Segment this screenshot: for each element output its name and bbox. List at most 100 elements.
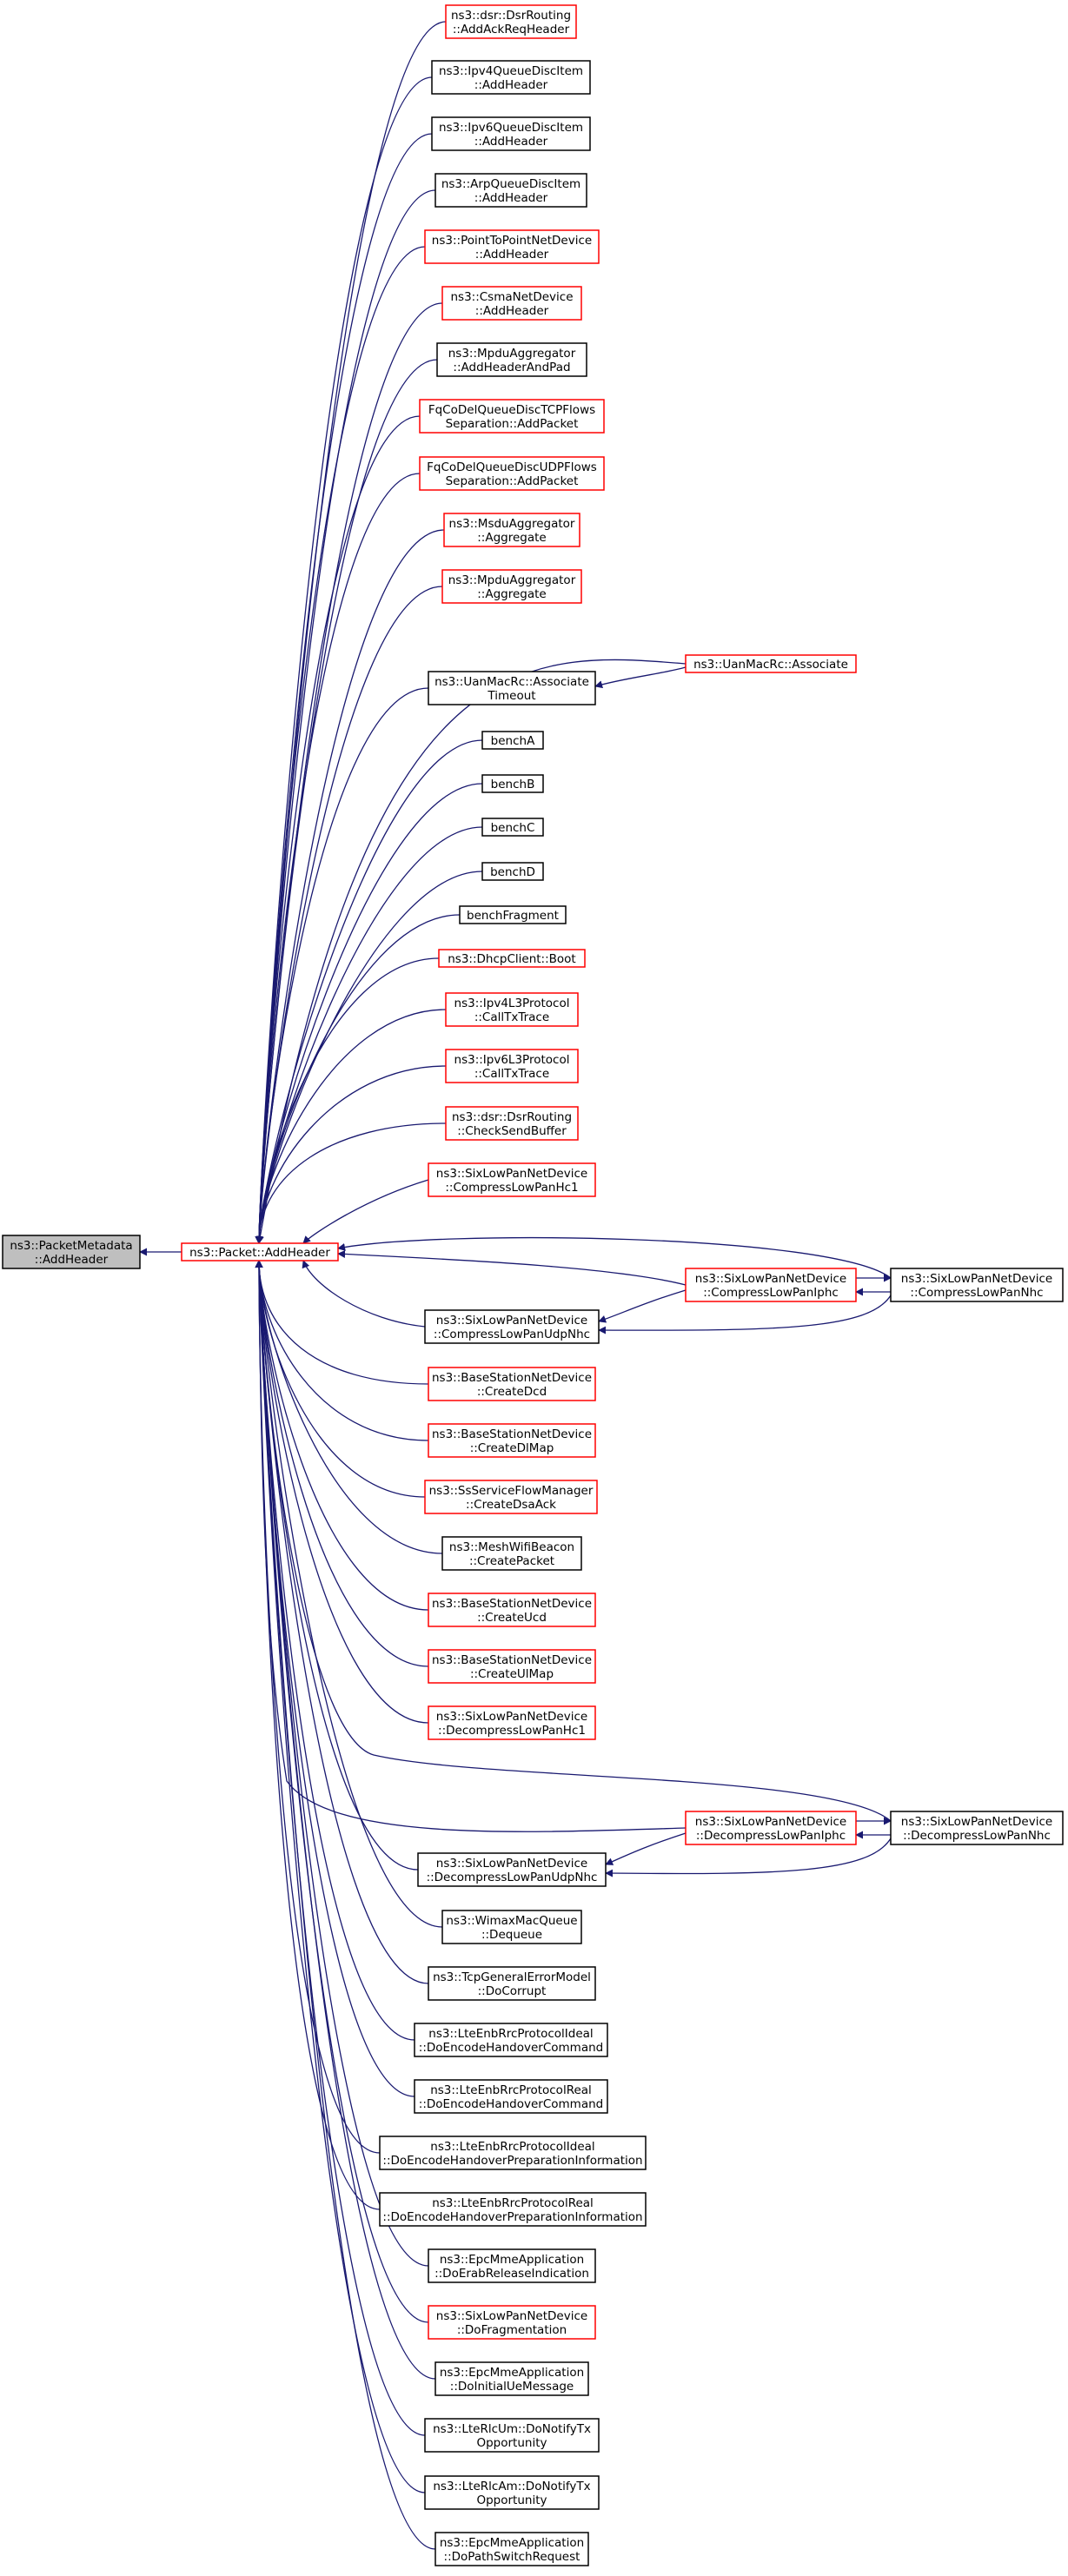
node-label-line: ::Dequeue (481, 1928, 542, 1942)
edge-n37-to-pkt (255, 1260, 429, 1984)
node-label-line: FqCoDelQueueDiscTCPFlows (428, 403, 595, 417)
node-box (445, 1049, 579, 1083)
node-n22[interactable]: ns3::SixLowPanNetDevice::CompressLowPanH… (428, 1162, 596, 1197)
node-box (434, 2532, 589, 2566)
node-n14[interactable]: benchB (481, 774, 544, 793)
node-n6[interactable]: ns3::CsmaNetDevice::AddHeader (441, 286, 582, 321)
node-label-line: ::AddHeader (35, 1253, 109, 1267)
node-n35[interactable]: ns3::SixLowPanNetDevice::DecompressLowPa… (417, 1852, 607, 1887)
node-n13[interactable]: benchA (481, 731, 544, 750)
node-box (424, 229, 600, 264)
node-n4[interactable]: ns3::ArpQueueDiscItem::AddHeader (434, 173, 587, 208)
node-n10[interactable]: ns3::MsduAggregator::Aggregate (443, 513, 580, 547)
edge-n9-to-pkt (255, 473, 421, 1244)
node-label-line: ns3::TcpGeneralErrorModel (433, 1970, 591, 1984)
node-label-line: ::CompressLowPanNhc (910, 1286, 1043, 1300)
node-n5[interactable]: ns3::PointToPointNetDevice::AddHeader (424, 229, 600, 264)
node-n29[interactable]: ns3::MeshWifiBeacon::CreatePacket (441, 1536, 582, 1571)
node-n16[interactable]: benchD (481, 862, 544, 881)
node-n33[interactable]: ns3::SixLowPanNetDevice::DecompressLowPa… (685, 1811, 857, 1845)
node-box (685, 1268, 857, 1302)
node-n42[interactable]: ns3::EpcMmeApplication::DoErabReleaseInd… (428, 2248, 596, 2283)
node-label-line: ::CreateDsaAck (466, 1498, 556, 1512)
node-n34[interactable]: ns3::SixLowPanNetDevice::DecompressLowPa… (890, 1811, 1064, 1845)
node-n20[interactable]: ns3::Ipv6L3Protocol::CallTxTrace (445, 1049, 579, 1083)
node-box (424, 1480, 598, 1514)
node-pkt[interactable]: ns3::Packet::AddHeader (181, 1242, 339, 1262)
node-box (441, 286, 582, 321)
node-label-line: ::Aggregate (477, 587, 546, 601)
node-label-line: ns3::MeshWifiBeacon (449, 1540, 574, 1554)
node-label-line: ::DecompressLowPanNhc (903, 1829, 1051, 1843)
node-n21[interactable]: ns3::dsr::DsrRouting::CheckSendBuffer (445, 1106, 579, 1141)
node-n24[interactable]: ns3::SixLowPanNetDevice::CompressLowPanN… (890, 1268, 1064, 1302)
node-n44[interactable]: ns3::EpcMmeApplication::DoInitialUeMessa… (434, 2361, 589, 2396)
node-label-line: ::DoFragmentation (457, 2323, 567, 2337)
node-n19[interactable]: ns3::Ipv4L3Protocol::CallTxTrace (445, 992, 579, 1027)
node-n1[interactable]: ns3::dsr::DsrRouting::AddAckReqHeader (445, 4, 577, 39)
node-n30[interactable]: ns3::BaseStationNetDevice::CreateUcd (428, 1593, 596, 1627)
node-n2[interactable]: ns3::Ipv4QueueDiscItem::AddHeader (431, 60, 591, 95)
node-n18[interactable]: ns3::DhcpClient::Boot (438, 949, 586, 968)
node-n3[interactable]: ns3::Ipv6QueueDiscItem::AddHeader (431, 116, 591, 151)
node-n11[interactable]: ns3::MpduAggregator::Aggregate (441, 569, 582, 604)
node-label-line: ns3::ArpQueueDiscItem (441, 177, 580, 191)
node-n8[interactable]: FqCoDelQueueDiscTCPFlowsSeparation::AddP… (419, 399, 605, 434)
node-n32[interactable]: ns3::SixLowPanNetDevice::DecompressLowPa… (428, 1705, 596, 1740)
node-label-line: ns3::SixLowPanNetDevice (436, 1167, 587, 1181)
node-label-line: ::CreatePacket (469, 1554, 554, 1568)
node-label-line: ns3::EpcMmeApplication (440, 2253, 584, 2267)
node-label-line: ns3::SixLowPanNetDevice (436, 1857, 587, 1871)
node-box (445, 1106, 579, 1141)
node-n31[interactable]: ns3::BaseStationNetDevice::CreateUlMap (428, 1649, 596, 1684)
edge-n34-to-pkt (255, 1260, 892, 1822)
node-label-line: ns3::MpduAggregator (448, 347, 576, 361)
node-box (414, 2023, 608, 2057)
node-n25[interactable]: ns3::SixLowPanNetDevice::CompressLowPanU… (424, 1309, 600, 1344)
node-n12b[interactable]: ns3::UanMacRc::Associate (685, 654, 857, 673)
edge-n12b-to-n12 (594, 666, 687, 689)
node-box (379, 2192, 647, 2227)
node-n36[interactable]: ns3::WimaxMacQueue::Dequeue (441, 1910, 582, 1944)
node-label-line: ns3::Ipv4L3Protocol (454, 997, 570, 1010)
node-label-line: ::CallTxTrace (474, 1067, 549, 1081)
node-box (434, 173, 587, 208)
node-n43[interactable]: ns3::SixLowPanNetDevice::DoFragmentation (428, 2305, 596, 2340)
node-n7[interactable]: ns3::MpduAggregator::AddHeaderAndPad (436, 342, 587, 377)
node-box (436, 342, 587, 377)
node-n40[interactable]: ns3::LteEnbRrcProtocolIdeal::DoEncodeHan… (379, 2136, 647, 2170)
node-n27[interactable]: ns3::BaseStationNetDevice::CreateDlMap (428, 1423, 596, 1458)
node-label-line: ns3::SixLowPanNetDevice (436, 1710, 587, 1724)
edge-n29-to-pkt (255, 1260, 443, 1554)
node-n15[interactable]: benchC (481, 818, 544, 837)
node-n17[interactable]: benchFragment (459, 905, 567, 924)
node-label-line: ns3::SixLowPanNetDevice (695, 1272, 846, 1286)
node-box (431, 116, 591, 151)
node-n41[interactable]: ns3::LteEnbRrcProtocolReal::DoEncodeHand… (379, 2192, 647, 2227)
node-n39[interactable]: ns3::LteEnbRrcProtocolReal::DoEncodeHand… (414, 2079, 608, 2114)
node-box (419, 399, 605, 434)
node-box (890, 1268, 1064, 1302)
node-box (424, 2475, 600, 2510)
edge-n34-to-n35 (605, 1838, 892, 1877)
node-n38[interactable]: ns3::LteEnbRrcProtocolIdeal::DoEncodeHan… (414, 2023, 608, 2057)
node-label-line: ns3::Ipv4QueueDiscItem (439, 64, 583, 78)
node-label-line: benchD (490, 865, 535, 879)
edge-n24-to-pkt (337, 1236, 892, 1279)
node-n23[interactable]: ns3::SixLowPanNetDevice::CompressLowPanI… (685, 1268, 857, 1302)
node-n28[interactable]: ns3::SsServiceFlowManager::CreateDsaAck (424, 1480, 598, 1514)
node-n26[interactable]: ns3::BaseStationNetDevice::CreateDcd (428, 1367, 596, 1401)
node-n47[interactable]: ns3::EpcMmeApplication::DoPathSwitchRequ… (434, 2532, 589, 2566)
node-label-line: ns3::LteRlcAm::DoNotifyTx (433, 2480, 590, 2493)
node-n37[interactable]: ns3::TcpGeneralErrorModel::DoCorrupt (428, 1966, 596, 2001)
node-label-line: ::AddHeader (474, 78, 548, 92)
node-n9[interactable]: FqCoDelQueueDiscUDPFlowsSeparation::AddP… (419, 456, 605, 491)
node-label-line: ns3::BaseStationNetDevice (432, 1427, 592, 1441)
node-label-line: ::CompressLowPanIphc (703, 1286, 839, 1300)
node-label-line: ::DoEncodeHandoverPreparationInformation (382, 2154, 642, 2168)
node-label-line: ns3::BaseStationNetDevice (432, 1653, 592, 1667)
